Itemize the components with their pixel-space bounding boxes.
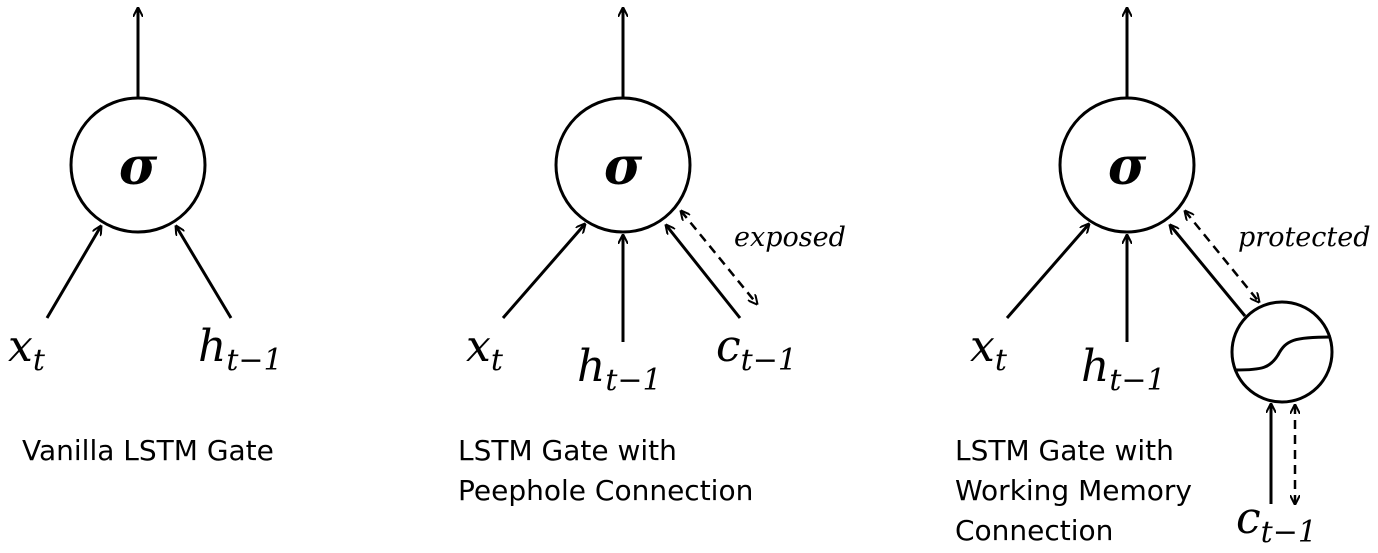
- input-label-x: xt: [970, 321, 1008, 378]
- panel-vanilla: σ xt ht−1 Vanilla LSTM Gate: [8, 8, 283, 467]
- input-label-x: xt: [466, 321, 504, 378]
- sigmoid-curve-icon: [1235, 335, 1332, 372]
- panel-caption: Vanilla LSTM Gate: [22, 434, 274, 467]
- peephole-dashed-arrow: [681, 211, 757, 304]
- input-label-h: ht−1: [1081, 341, 1166, 398]
- input-arrow-h: [176, 226, 233, 319]
- input-arrow-x: [501, 224, 585, 319]
- input-label-c: ct−1: [1236, 493, 1317, 550]
- sigmoid-gate-node: [554, 96, 692, 234]
- input-arrow-x: [1005, 224, 1089, 319]
- panel-working-memory: σ protected xt ht−1 ct−1 LSTM Gate with …: [955, 8, 1371, 550]
- input-label-h: ht−1: [577, 341, 662, 398]
- panel-caption: LSTM Gate with Peephole Connection: [458, 434, 753, 507]
- annotation-exposed: exposed: [734, 222, 846, 253]
- input-label-h: ht−1: [198, 321, 283, 378]
- annotation-protected: protected: [1238, 222, 1371, 253]
- panel-peephole: σ exposed xt ht−1 ct−1 LSTM Gate with Pe…: [458, 8, 846, 507]
- input-label-c: ct−1: [716, 321, 797, 378]
- panel-caption: LSTM Gate with Working Memory Connection: [955, 434, 1201, 547]
- sigma-symbol: σ: [119, 136, 158, 197]
- sigma-symbol: σ: [1108, 136, 1147, 197]
- protected-dashed-arrow: [1185, 211, 1259, 302]
- input-label-x: xt: [8, 321, 46, 378]
- sigmoid-gate-node: [1058, 96, 1196, 234]
- sigma-symbol: σ: [604, 136, 643, 197]
- activation-function-node: [1230, 300, 1334, 404]
- input-arrow-x: [45, 226, 101, 319]
- sigmoid-gate-node: [69, 96, 207, 234]
